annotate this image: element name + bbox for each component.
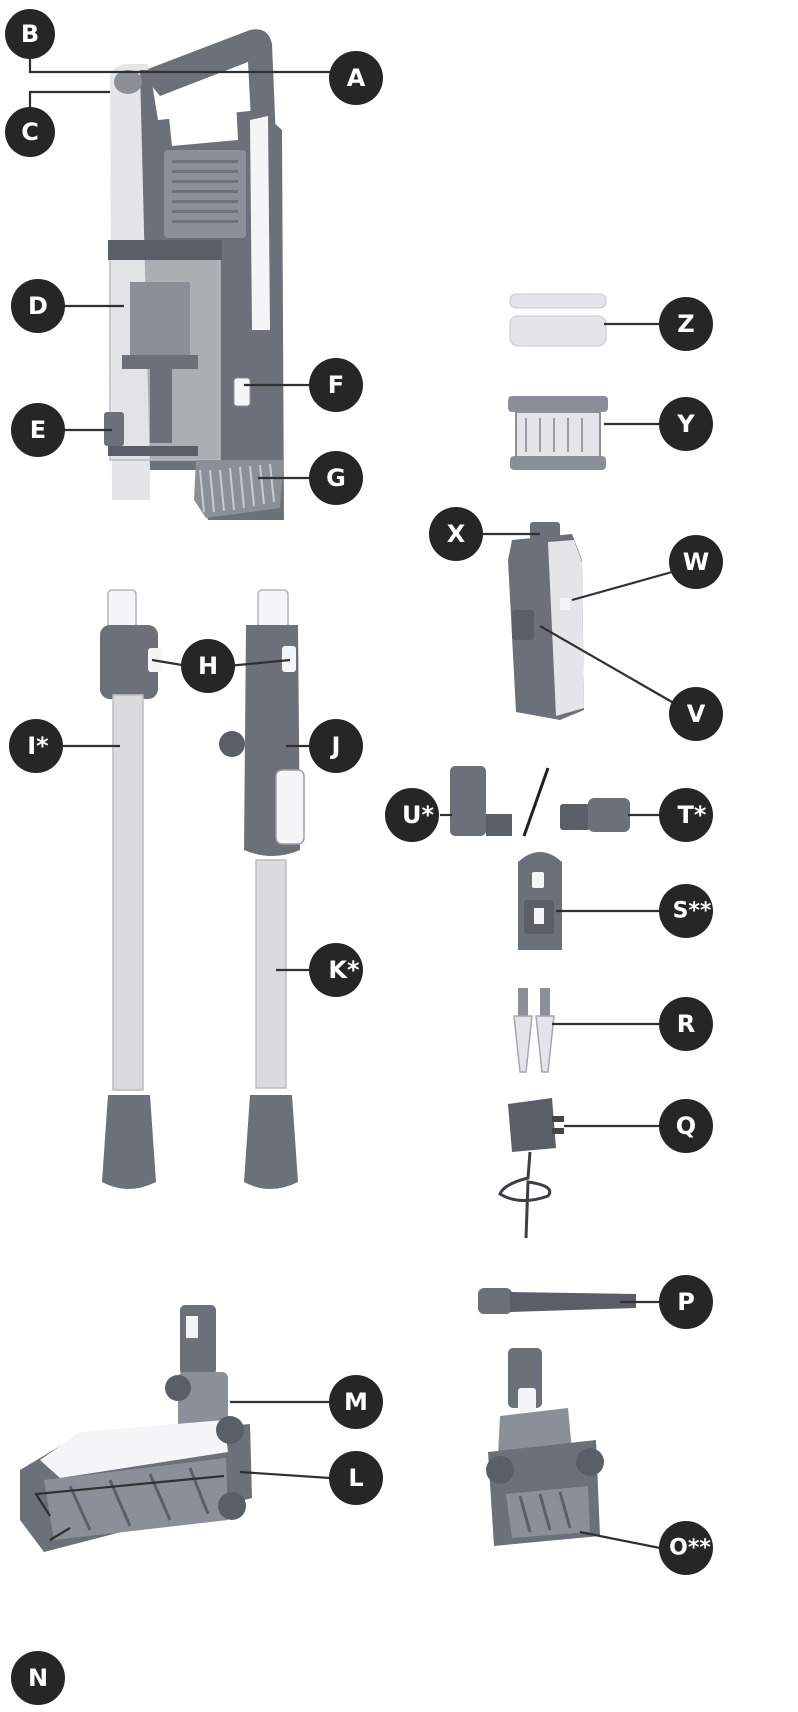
charger-adapter	[498, 1098, 564, 1239]
crevice-tool	[478, 1288, 636, 1314]
label-Z: Z	[659, 297, 713, 351]
label-V-text: V	[687, 700, 706, 728]
label-A: A	[329, 51, 383, 105]
label-T: T*	[659, 788, 713, 842]
label-C: C	[5, 107, 55, 157]
label-S: S**	[659, 884, 713, 938]
label-D-text: D	[28, 292, 48, 320]
label-H-text: H	[198, 652, 218, 680]
wall-plugs-screws	[513, 988, 555, 1073]
label-G-text: G	[326, 464, 346, 492]
label-B: B	[5, 9, 55, 59]
label-L-text: L	[348, 1464, 363, 1492]
label-P: P	[659, 1275, 713, 1329]
label-X: X	[429, 507, 483, 561]
label-S-text: S**	[673, 899, 712, 924]
label-X-text: X	[447, 520, 466, 548]
label-D: D	[11, 279, 65, 333]
label-F-text: F	[328, 371, 344, 399]
label-C-text: C	[21, 118, 39, 146]
label-R-text: R	[677, 1010, 695, 1038]
label-B-text: B	[21, 20, 39, 48]
label-W-text: W	[683, 548, 709, 576]
label-U: U*	[385, 788, 439, 842]
label-N: N	[11, 1651, 65, 1705]
floor-brush-head	[20, 1305, 252, 1552]
label-I-text: I*	[27, 732, 49, 760]
label-Q-text: Q	[676, 1112, 696, 1140]
wall-mount-parts	[450, 766, 630, 950]
label-A-text: A	[347, 64, 366, 92]
label-K-text: K*	[328, 956, 360, 984]
label-U-text: U*	[402, 801, 434, 829]
battery-pack	[508, 522, 584, 720]
label-M: M	[329, 1375, 383, 1429]
label-J-text: J	[330, 732, 341, 760]
label-N-text: N	[28, 1664, 48, 1692]
label-R: R	[659, 997, 713, 1051]
extension-tube-short	[100, 589, 162, 1189]
label-G: G	[309, 451, 363, 505]
label-W: W	[669, 535, 723, 589]
extension-tube-long	[219, 589, 305, 1189]
label-E-text: E	[30, 416, 46, 444]
label-O-text: O**	[669, 1536, 711, 1561]
label-J: J	[309, 719, 363, 773]
main-vacuum-body	[104, 29, 284, 520]
label-M-text: M	[344, 1388, 368, 1416]
mini-motorized-brush	[486, 1348, 604, 1546]
label-T-text: T*	[678, 801, 707, 829]
label-Y: Y	[659, 397, 713, 451]
label-K: K*	[309, 943, 363, 997]
label-F: F	[309, 358, 363, 412]
label-P-text: P	[677, 1288, 695, 1316]
filter-set	[508, 293, 608, 470]
label-O: O**	[659, 1521, 713, 1575]
label-L: L	[329, 1451, 383, 1505]
label-Q: Q	[659, 1099, 713, 1153]
label-H: H	[181, 639, 235, 693]
label-Y-text: Y	[676, 410, 695, 438]
label-E: E	[11, 403, 65, 457]
label-V: V	[669, 687, 723, 741]
label-I: I*	[9, 719, 63, 773]
label-Z-text: Z	[677, 310, 694, 338]
